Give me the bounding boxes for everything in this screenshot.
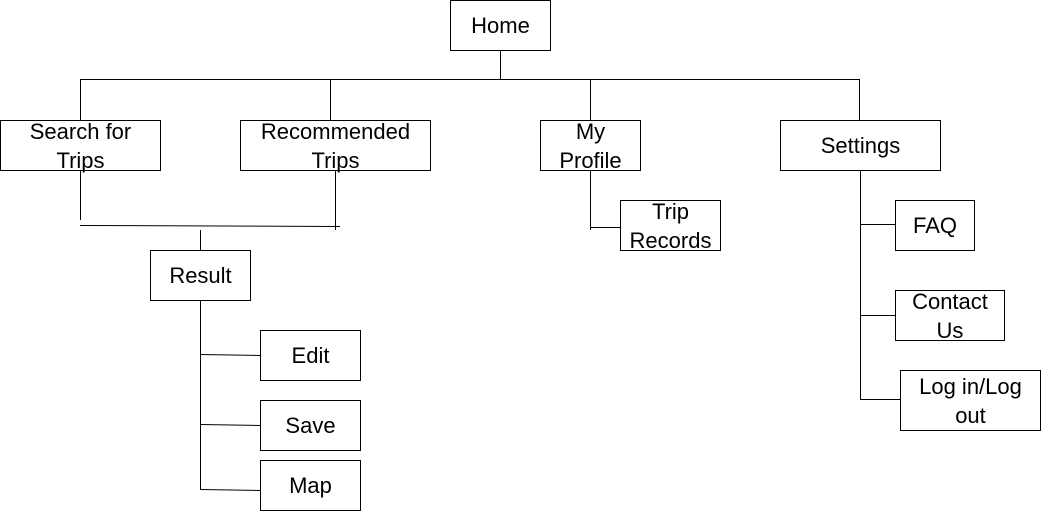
settings-node: Settings — [780, 120, 941, 171]
edit-node: Edit — [260, 330, 361, 381]
map-label: Map — [289, 473, 332, 498]
save-label: Save — [285, 413, 336, 438]
faq-node: FAQ — [895, 200, 975, 251]
faq-label: FAQ — [912, 213, 957, 238]
save-node: Save — [260, 400, 361, 451]
connector-to-edit — [200, 354, 261, 356]
home-label: Home — [471, 13, 530, 38]
edit-label: Edit — [291, 343, 330, 368]
map-node: Map — [260, 460, 361, 511]
connector-to-map — [200, 489, 261, 491]
home-node: Home — [450, 0, 551, 51]
result-node: Result — [150, 250, 251, 301]
settings-label: Settings — [820, 133, 901, 158]
connector-to-save — [200, 424, 261, 426]
connector-merge-bar — [79, 225, 341, 227]
result-label: Result — [169, 263, 232, 288]
